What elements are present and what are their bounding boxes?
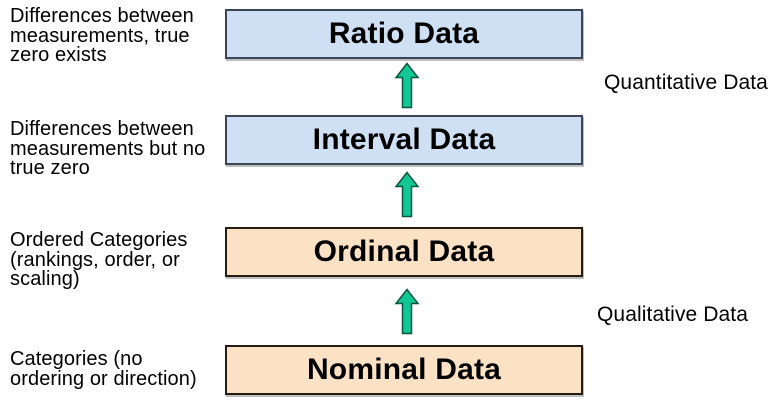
description-interval: Differences between measurements but no … [10, 118, 206, 179]
description-ratio: Differences between measurements, true z… [10, 5, 194, 66]
group-label-qualitative: Qualitative Data [597, 303, 749, 326]
box-ratio-data: Ratio Data [225, 9, 583, 59]
up-arrow-icon [390, 62, 424, 109]
up-arrow-icon [390, 171, 424, 218]
box-ratio-label: Ratio Data [328, 17, 480, 50]
box-ordinal-label: Ordinal Data [313, 235, 495, 268]
up-arrow-icon [390, 288, 424, 335]
group-label-quantitative: Quantitative Data [604, 71, 768, 94]
box-nominal-data: Nominal Data [225, 345, 583, 395]
box-ordinal-data: Ordinal Data [225, 227, 583, 277]
description-ordinal: Ordered Categories (rankings, order, or … [10, 229, 188, 290]
description-nominal: Categories (no ordering or direction) [10, 348, 197, 390]
box-interval-data: Interval Data [225, 115, 583, 165]
box-nominal-label: Nominal Data [306, 353, 502, 386]
box-interval-label: Interval Data [312, 123, 496, 156]
